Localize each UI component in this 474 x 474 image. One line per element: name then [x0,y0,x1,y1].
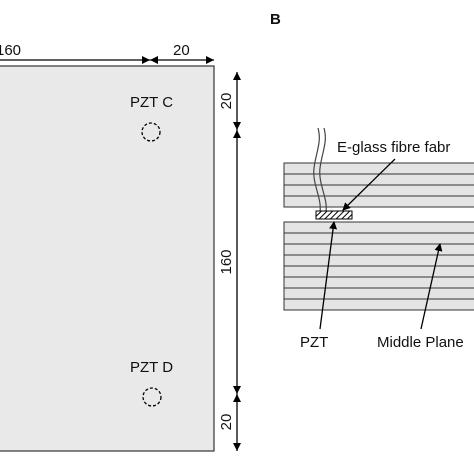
sensor-marker [142,387,162,407]
pzt-leader [319,221,338,330]
dimension-height-bottom: 20 [218,414,235,431]
sensor-marker [141,122,161,142]
laminate-layer [283,173,474,186]
middle-plane-leader [420,243,443,330]
plate [0,65,215,452]
sensor-label: PZT D [130,359,173,376]
laminate-layer [283,195,474,208]
dimension-height-middle: 160 [218,249,235,274]
dimension-height-top: 20 [218,93,235,110]
laminate-layer [283,276,474,289]
laminate-layer [283,254,474,267]
sensor-label: PZT C [130,94,173,111]
top-dimension: 160 20 [0,42,214,64]
upper-laminate [283,162,474,208]
laminate-layer [283,287,474,300]
laminate-layer [283,243,474,256]
fabric-label: E-glass fibre fabr [337,139,450,156]
laminate-layer [283,162,474,175]
lower-laminate [283,221,474,311]
laminate-layer [283,298,474,311]
panel-b: B E-glass fibre fabr PZT Middle Plane [270,11,474,351]
right-dimension: 20 160 20 [218,72,241,451]
laminate-layer [283,265,474,278]
panel-a: 160 20 20 160 20 PZT C PZT D [0,42,241,452]
sensor-pzt-c: PZT C [130,94,173,142]
laminate-layer [283,184,474,197]
sensor-pzt-d: PZT D [130,359,173,407]
middle-plane-label: Middle Plane [377,334,464,351]
dimension-width-right: 20 [173,42,190,59]
dimension-width-left: 160 [0,42,21,59]
pzt-element [315,210,353,220]
laminate-layer [283,221,474,234]
pzt-wires [313,127,327,213]
pzt-label: PZT [300,334,328,351]
panel-b-letter: B [270,11,281,28]
laminate-layer [283,232,474,245]
fabric-leader [342,158,396,211]
